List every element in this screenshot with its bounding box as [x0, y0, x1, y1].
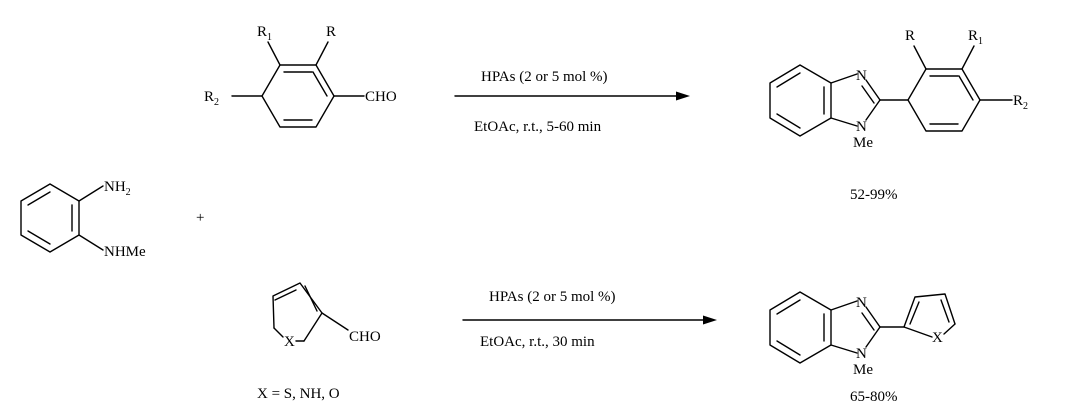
reaction-arrow-bottom: HPAs (2 or 5 mol %) EtOAc, r.t., 30 min: [462, 289, 717, 350]
product-x-label: X: [932, 330, 943, 346]
n1-label-bottom: N: [856, 346, 867, 362]
r-label: R: [326, 24, 336, 40]
n-methyl-label: Me: [853, 135, 873, 151]
r2-label: R2: [204, 89, 219, 108]
product-heteroaryl-benzimidazole: N N Me X 65-80%: [769, 291, 956, 405]
product-r1-label: R1: [968, 28, 983, 47]
n3-label-bottom: N: [856, 295, 867, 311]
reagent-top: HPAs (2 or 5 mol %): [481, 69, 608, 85]
reactant-heteroaryl-aldehyde: X CHO X = S, NH, O: [257, 282, 381, 402]
plus-sign: +: [196, 210, 204, 226]
r1-label: R1: [257, 24, 272, 43]
yield-bottom: 65-80%: [850, 389, 898, 405]
x-label: X: [284, 334, 295, 350]
conditions-top: EtOAc, r.t., 5-60 min: [474, 119, 602, 135]
cho-label-heteroaryl: CHO: [349, 329, 381, 345]
conditions-bottom: EtOAc, r.t., 30 min: [480, 334, 595, 350]
product-r2-label: R2: [1013, 93, 1028, 112]
product-r-label: R: [905, 28, 915, 44]
reactant-benzaldehyde: R1 R R2 CHO: [204, 24, 397, 128]
product-aryl-benzimidazole: N N Me R R1 R2 52-99%: [769, 28, 1028, 203]
yield-top: 52-99%: [850, 187, 898, 203]
nhme-label: NHMe: [104, 244, 146, 260]
nh2-label: NH2: [104, 179, 131, 198]
n3-label: N: [856, 68, 867, 84]
cho-label: CHO: [365, 89, 397, 105]
n-methyl-label-bottom: Me: [853, 362, 873, 378]
nh2-subscript: 2: [126, 187, 131, 198]
reaction-arrow-top: HPAs (2 or 5 mol %) EtOAc, r.t., 5-60 mi…: [454, 69, 690, 135]
reagent-bottom: HPAs (2 or 5 mol %): [489, 289, 616, 305]
reactant-diamine: NH2 NHMe: [20, 179, 146, 260]
n1-label: N: [856, 119, 867, 135]
x-definition: X = S, NH, O: [257, 386, 340, 402]
